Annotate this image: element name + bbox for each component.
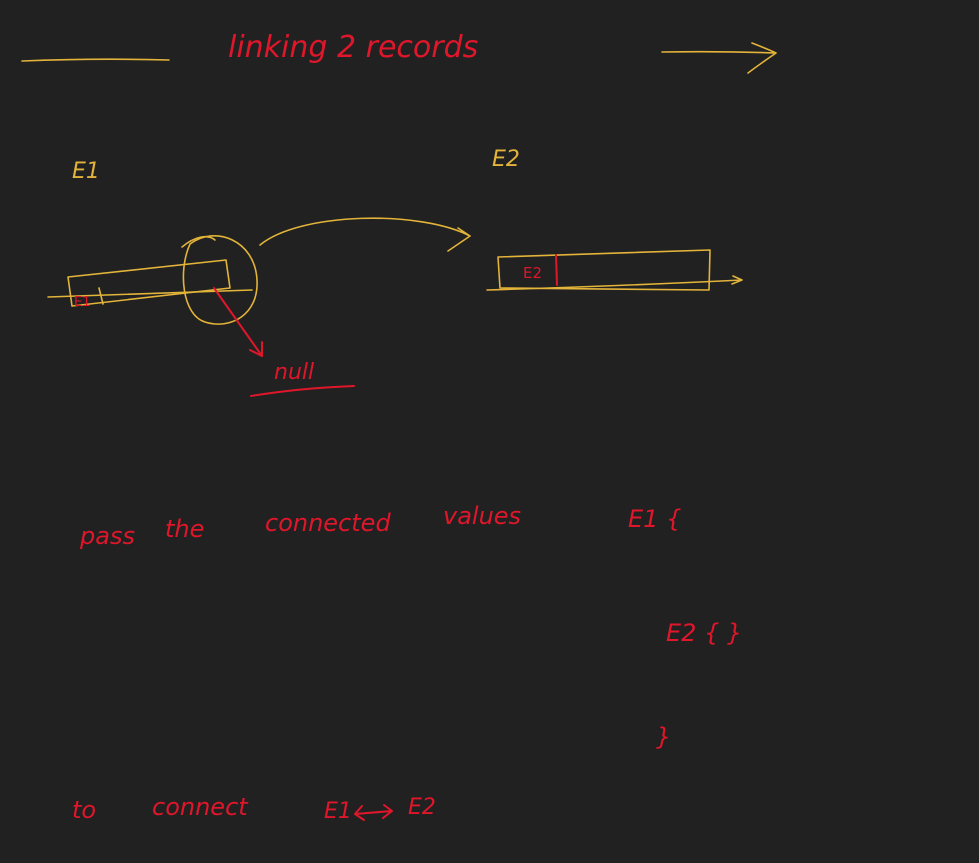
e2-record-divider: [555, 254, 558, 286]
e1-pointer-circle-inner: [181, 235, 216, 248]
null-label: null: [274, 360, 314, 385]
e1-record-line: [47, 289, 253, 298]
note-word-connected: connected: [265, 509, 391, 537]
bottom-e2-label: E2: [408, 795, 436, 820]
e2-heading: E2: [492, 147, 520, 172]
e2-record: [486, 249, 743, 291]
double-arrow: [354, 804, 393, 821]
title-linking: linking 2 records: [228, 30, 478, 65]
code-inner: E2 { }: [666, 619, 742, 647]
note-word-pass: pass: [79, 522, 135, 550]
e2-record-box: [497, 249, 711, 291]
null-underline: [250, 385, 355, 397]
e1-record: [47, 235, 258, 325]
e2-record-line: [486, 275, 743, 291]
note-word-to: to: [72, 796, 96, 824]
e1-heading: E1: [72, 159, 100, 184]
bottom-e1-label: E1: [324, 799, 352, 824]
e1-pointer-circle: [182, 235, 258, 325]
note-word-values: values: [443, 502, 521, 530]
link-arrow: [259, 217, 471, 252]
code-open: E1 {: [628, 505, 681, 533]
title-right-arrow: [661, 42, 777, 74]
null-arrow: [213, 287, 263, 357]
e2-cell-label: E2: [523, 264, 542, 282]
note-word-the: the: [165, 515, 204, 543]
title-left-rule: [21, 58, 170, 62]
e1-record-box: [67, 259, 231, 307]
note-word-connect: connect: [152, 793, 249, 821]
e1-cell-label: E1: [74, 295, 91, 310]
e1-record-divider: [98, 287, 104, 305]
code-close: }: [656, 723, 671, 751]
